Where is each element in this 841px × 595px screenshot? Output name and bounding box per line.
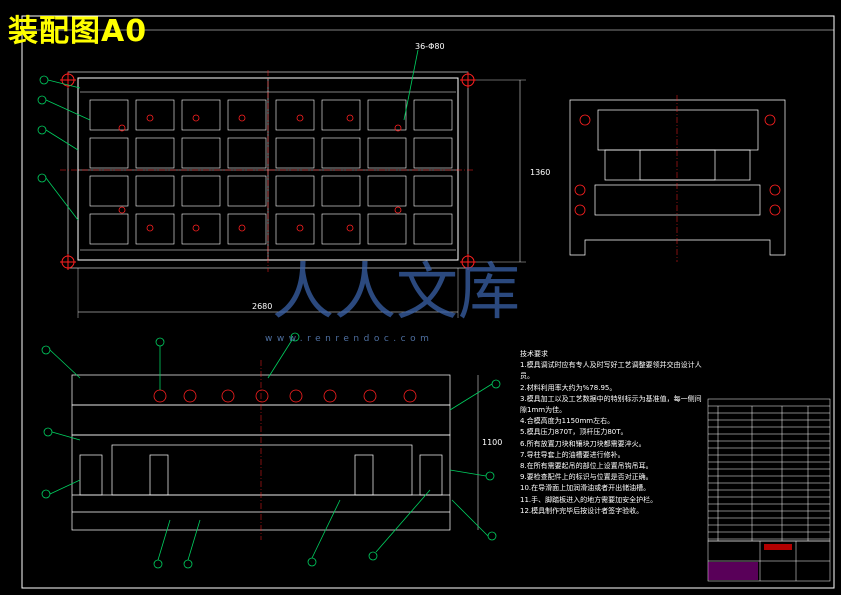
note-item: 1.模具调试时应有专人及时写好工艺调整要领并交由设计人员。 [520,361,702,381]
plan-pockets [78,78,458,260]
side-view [569,95,786,262]
front-view [41,332,501,569]
parts-list [707,398,831,582]
plan-view [37,49,526,318]
watermark-site: www.renrendoc.com [265,334,434,344]
sheet-border [21,15,835,589]
plan-width-dimension: 2680 [252,302,273,311]
watermark-logo: 人人文库 [272,255,520,328]
bolt-dimension: 36-Φ80 [415,42,445,51]
plan-height-dimension: 1360 [530,168,551,177]
note-item: 12.模具制作完毕后按设计者签字验收。 [520,506,644,515]
plan-leaders [37,49,419,221]
note-item: 6.所有放置刀块和镶块刀块都需要淬火。 [520,439,646,448]
front-leaders [41,332,501,569]
note-item: 7.导柱导套上的油槽要进行修补。 [520,450,625,459]
note-item: 4.合模高度为1150mm左右。 [520,417,615,426]
note-item: 9.要检查配件上的标识与位置是否对正确。 [520,473,653,482]
note-item: 5.模具压力870T，顶杆压力80T。 [520,428,628,437]
notes-heading: 技术要求 [520,350,548,358]
note-item: 3.模具加工以及工艺数据中的特别标示为基准值，每一侧间隙1mm为佳。 [520,394,702,415]
plan-bolts [118,114,402,232]
note-item: 2.材料利用率大约为%78.95。 [520,383,617,392]
watermark-brand: 人人文库 [272,255,520,328]
drawing-title: 装配图A0 [8,14,148,49]
note-item: 11.手、脚踏板进入的地方需要加安全护栏。 [520,495,658,504]
front-height-dimension: 1100 [482,438,503,447]
note-item: 10.在导滑面上加润滑油或者开出储油槽。 [520,484,651,493]
note-item: 8.在所有需要起吊的部位上设置吊钩吊耳。 [520,462,653,471]
technical-notes: 技术要求 1.模具调试时应有专人及时写好工艺调整要领并交由设计人员。 2.材料利… [520,349,705,517]
